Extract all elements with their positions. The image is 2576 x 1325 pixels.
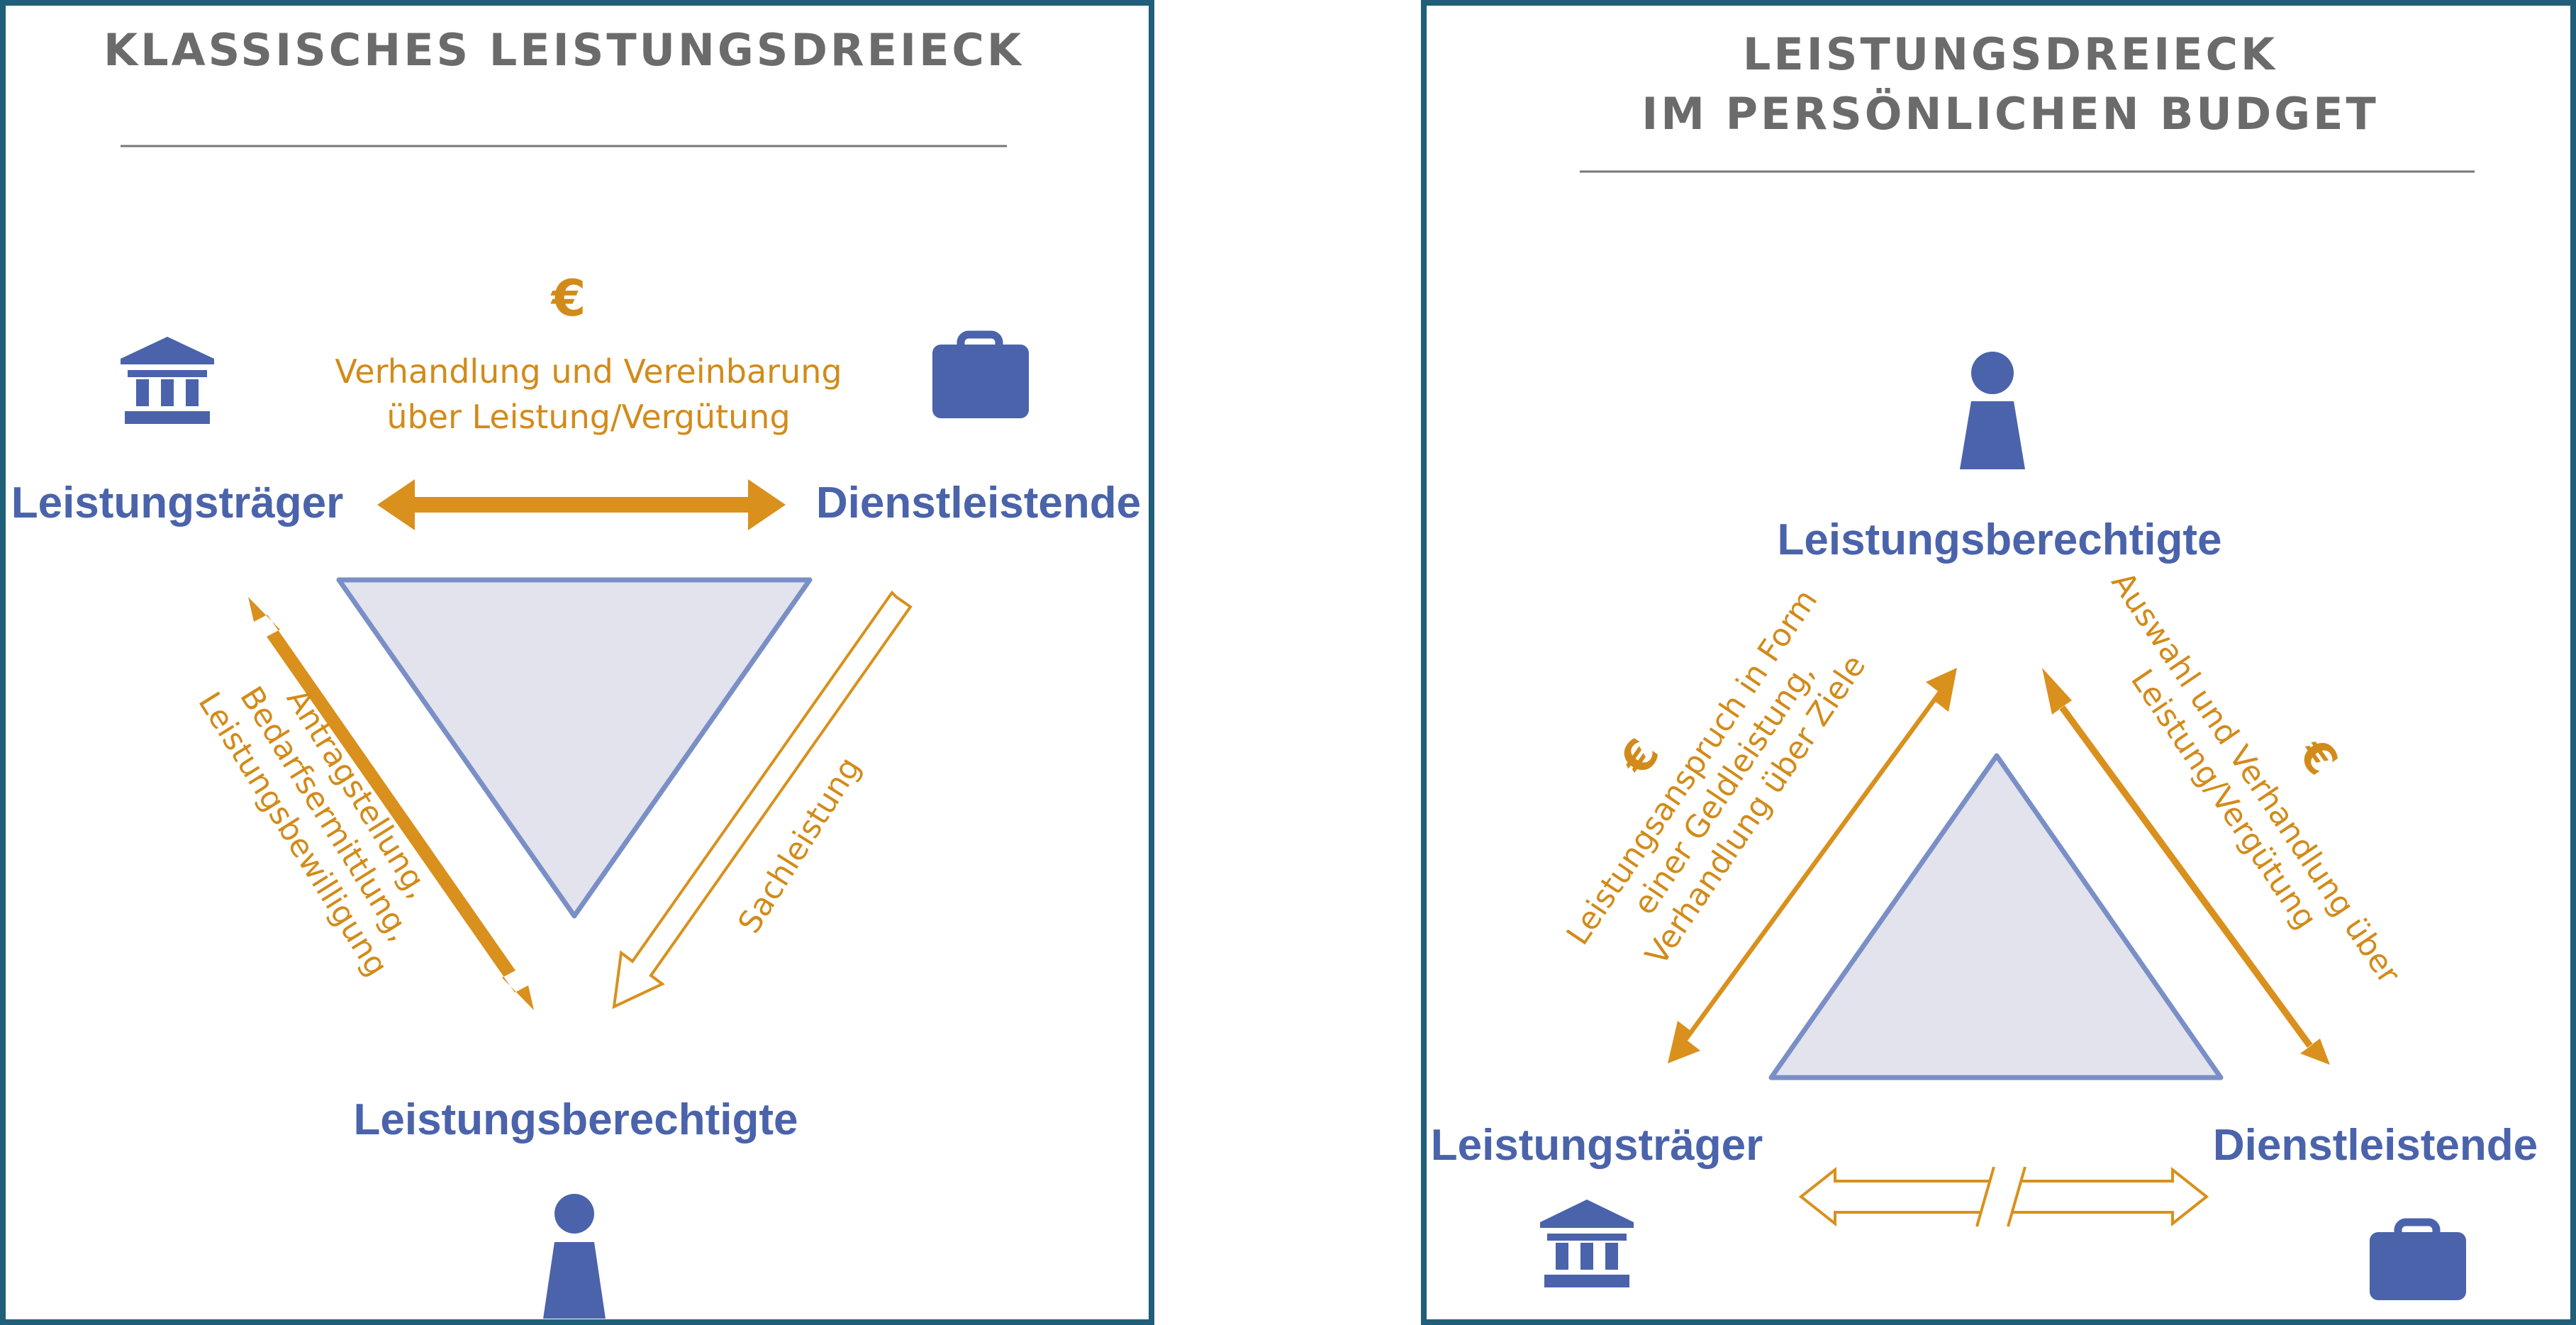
- left-node-berechtigte: Leistungsberechtigte: [354, 1095, 798, 1144]
- right-left-double-arrow: [1668, 668, 1957, 1063]
- left-left-double-arrow: [248, 597, 534, 1010]
- right-bottom-break-line1: [1975, 1166, 1995, 1227]
- left-node-traeger: Leistungsträger: [11, 479, 344, 527]
- right-panel-frame: [1421, 0, 2576, 1325]
- briefcase-icon: [2370, 1218, 2466, 1300]
- left-right-hollow-arrow: [612, 590, 913, 1010]
- right-bottom-arrow-right-half: [2011, 1166, 2209, 1227]
- institution-icon: [121, 337, 214, 424]
- left-right-edge-label: Sachleistung: [731, 751, 868, 939]
- right-node-traeger: Leistungsträger: [1431, 1121, 1763, 1170]
- right-right-euro: €: [2287, 728, 2348, 784]
- institution-icon: [1540, 1200, 1634, 1287]
- left-node-dienst: Dienstleistende: [816, 479, 1141, 527]
- briefcase-icon: [932, 330, 1029, 418]
- right-node-dienst: Dienstleistende: [2213, 1121, 2538, 1170]
- right-node-berechtigte: Leistungsberechtigte: [1778, 515, 2222, 564]
- left-top-double-arrow: [377, 479, 786, 530]
- left-panel: KLASSISCHES LEISTUNGSDREIECK Leistungstr…: [0, 0, 1154, 1325]
- left-top-euro: €: [550, 269, 586, 328]
- right-bottom-arrow-left-half: [1798, 1166, 1991, 1227]
- right-right-edge-line1: Auswahl und Verhandlung über: [2104, 566, 2407, 991]
- right-left-euro: €: [1609, 729, 1670, 786]
- left-panel-frame: [0, 0, 1154, 1325]
- left-top-edge-line1: Verhandlung und Vereinbarung: [335, 352, 842, 391]
- right-panel: LEISTUNGSDREIECK IM PERSÖNLICHEN BUDGET …: [1421, 0, 2576, 1325]
- left-panel-title: KLASSISCHES LEISTUNGSDREIECK: [104, 24, 1024, 76]
- right-left-edge-label: Leistungsanspruch in Form einer Geldleis…: [1560, 583, 1873, 971]
- right-center-triangle: [1768, 753, 2224, 1080]
- right-panel-title-line2: IM PERSÖNLICHEN BUDGET: [1641, 88, 2379, 140]
- right-panel-title-line1: LEISTUNGSDREIECK: [1743, 28, 2277, 80]
- right-bottom-break-line2: [2007, 1166, 2026, 1227]
- person-icon: [543, 1194, 606, 1319]
- right-bottom-broken-arrow: [1798, 1166, 2209, 1227]
- left-center-triangle: [336, 577, 813, 919]
- person-icon: [1960, 352, 2025, 469]
- left-top-edge-line2: über Leistung/Vergütung: [386, 398, 790, 436]
